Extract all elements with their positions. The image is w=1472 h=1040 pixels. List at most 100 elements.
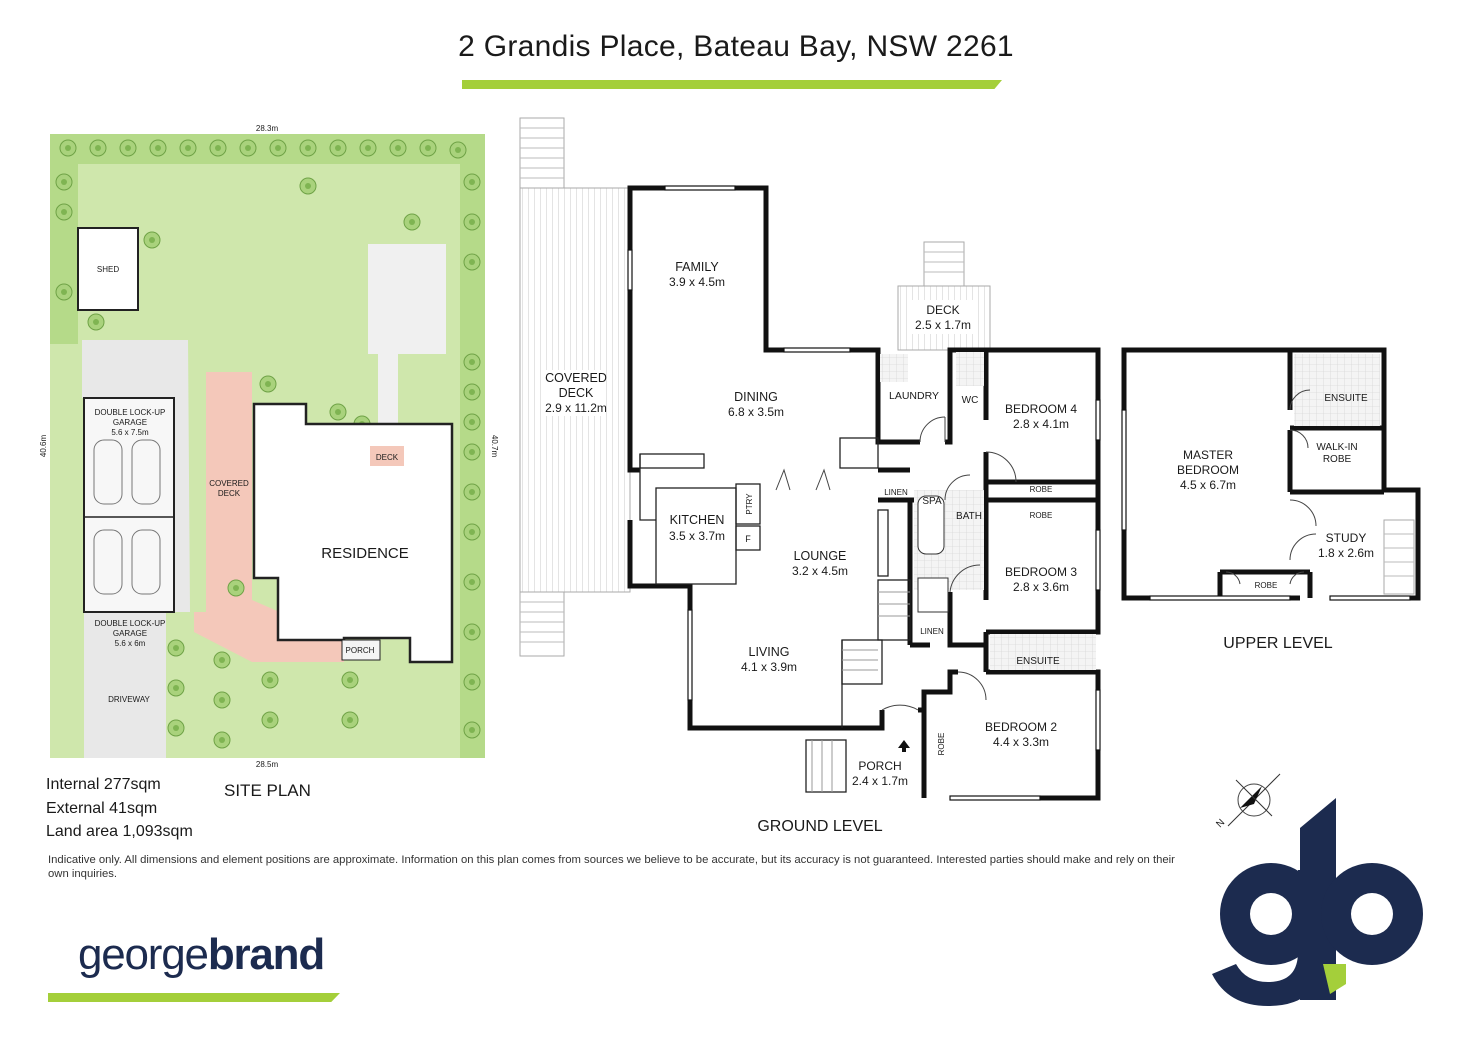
entry-paving [194,600,344,662]
gb-logo-mark [1212,798,1423,1006]
shower [917,577,949,613]
bedroom2-size: 4.4 x 3.3m [993,735,1049,749]
garage2-size: 5.6 x 6m [115,639,146,648]
deck-stairs-bottom [519,591,565,657]
wc-label: WC [962,395,979,406]
family-label: FAMILY [675,260,719,274]
upper-walls [1121,347,1421,601]
pantry-label: PTRY [745,493,754,515]
linen-b-label: LINEN [920,627,944,636]
entry-arrow-icon [898,740,910,752]
stairs-lines [811,591,910,792]
robe-a-label: ROBE [1030,485,1053,494]
concrete-pad [368,244,446,354]
living-size: 4.1 x 3.9m [741,660,797,674]
bedroom2-label: BEDROOM 2 [985,720,1057,734]
dim-left: 40.6m [39,435,48,458]
kitchen-size: 3.5 x 3.7m [669,529,725,543]
study-label: STUDY [1326,531,1367,545]
master-label-1: MASTER [1183,448,1233,462]
bedroom4-size: 2.8 x 4.1m [1013,417,1069,431]
external-area: External 41sqm [46,799,158,817]
ensuite-tiles [990,634,1096,670]
deck-site [370,446,404,466]
porch-size: 2.4 x 1.7m [852,774,908,788]
laundry-tub [880,354,908,382]
porch-label: PORCH [858,759,901,773]
bedroom3-size: 2.8 x 3.6m [1013,580,1069,594]
kitchen-label: KITCHEN [670,513,725,527]
shed-label: SHED [97,265,119,274]
ground-room-labels: FAMILY 3.9 x 4.5m DINING 6.8 x 3.5m KITC… [669,260,1077,792]
dim-right: 40.7m [490,435,499,458]
lounge-label: LOUNGE [794,549,847,563]
lounge-size: 3.2 x 4.5m [792,564,848,578]
living-label: LIVING [749,645,790,659]
study-size: 1.8 x 2.6m [1318,546,1374,560]
residence-label: RESIDENCE [321,545,409,562]
brand-underline [48,993,340,1002]
upper-stairs [1383,519,1415,595]
dim-bottom: 28.5m [256,760,279,769]
fridge-label: F [745,534,751,544]
covered-deck-label-1: COVERED [209,479,249,488]
garage2-label: DOUBLE LOCK-UP [95,619,166,628]
dining-size: 6.8 x 3.5m [728,405,784,419]
laundry-label: LAUNDRY [889,390,939,402]
dining-label: DINING [734,390,778,404]
robe-c-label: ROBE [937,733,946,756]
deck-stairs-top [519,117,565,189]
master-size: 4.5 x 6.7m [1180,478,1236,492]
linen-a-label: LINEN [884,488,908,497]
spa-tub [917,495,945,555]
residence [252,402,454,664]
garage1-size: 5.6 x 7.5m [111,428,149,437]
bedroom3-label: BEDROOM 3 [1005,565,1077,579]
doors [775,416,1017,711]
title-underline [462,80,1002,89]
covered-deck-site [206,372,252,616]
master-label-2: BEDROOM [1177,463,1239,477]
internal-area: Internal 277sqm [46,776,161,793]
covered-deck-label-bg [546,370,606,416]
wc-tiles [956,352,984,386]
covered-deck-label-2: DECK [559,386,594,400]
upper-level-plan: MASTER BEDROOM 4.5 x 6.7m ENSUITE WALK-I… [1121,347,1421,652]
hedge-left [50,134,78,344]
site-plan-title: SITE PLAN [224,781,311,800]
upper-level-title: UPPER LEVEL [1223,635,1332,652]
family-size: 3.9 x 4.5m [669,275,725,289]
porch-site [341,639,381,661]
windows [627,185,1101,801]
compass-icon: N [1214,773,1281,830]
ground-level-title: GROUND LEVEL [757,818,882,835]
spa-label: SPA [922,496,942,507]
upper-doors [1225,389,1317,585]
walkin-label-2: ROBE [1323,454,1352,465]
compass-north-label: N [1214,817,1227,830]
disclaimer: Indicative only. All dimensions and elem… [48,854,1175,880]
ground-level-plan: COVERED DECK 2.9 x 11.2m DECK 2.5 x 1.7m [519,117,1101,835]
garage [83,397,175,613]
dim-top: 28.3m [256,124,279,133]
upper-robe-label: ROBE [1255,581,1278,590]
walkin-label-1: WALK-IN [1316,442,1357,453]
interior-lines [639,437,911,793]
bath-label: BATH [956,511,982,522]
covered-deck-label-2: DECK [218,489,241,498]
covered-deck-size: 2.9 x 11.2m [545,401,607,415]
covered-deck-label-1: COVERED [545,371,607,385]
garage2-word: GARAGE [113,629,147,638]
upper-windows [1121,409,1411,601]
deck-size: 2.5 x 1.7m [915,318,971,332]
garage1-label: DOUBLE LOCK-UP [95,408,166,417]
brand-name-bold: brand [207,930,325,979]
deck-site-label: DECK [376,453,399,462]
porch-site-label: PORCH [346,646,375,655]
garage1-word: GARAGE [113,418,147,427]
driveway-apron [82,340,190,612]
land-area: Land area 1,093sqm [46,823,193,840]
page-title: 2 Grandis Place, Bateau Bay, NSW 2261 [458,30,1014,63]
shed [77,227,139,311]
